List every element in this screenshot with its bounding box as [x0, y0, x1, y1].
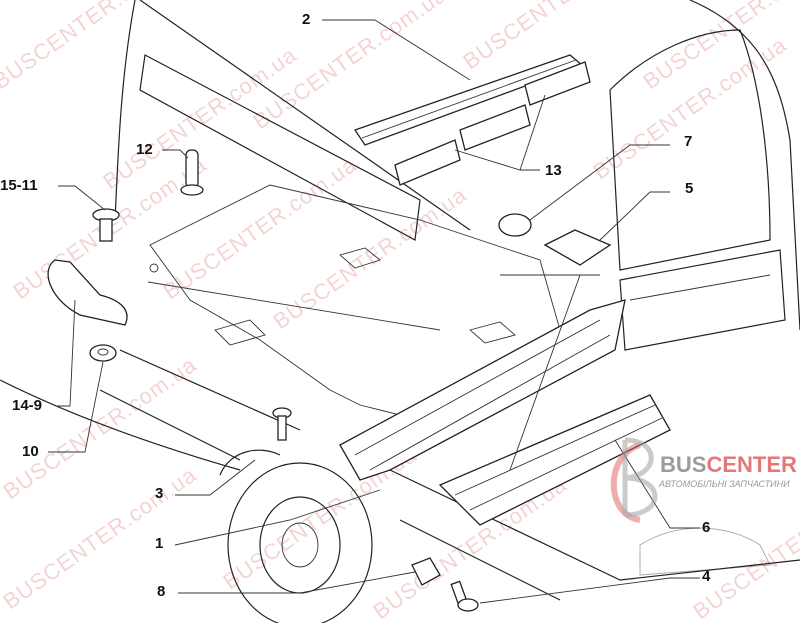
wheel — [219, 449, 373, 623]
callout-1: 1 — [155, 535, 163, 552]
part-5-plate — [543, 229, 612, 266]
callout-14-9: 14-9 — [12, 397, 42, 414]
watermark: BUSCENTER.com.ua — [689, 472, 800, 623]
callout-10: 10 — [22, 443, 39, 460]
part-12-screw — [180, 149, 204, 196]
part-6-step — [438, 394, 671, 526]
part-1-sill — [339, 299, 626, 481]
part-8-clip — [411, 557, 441, 586]
part-4-bolt — [450, 580, 479, 612]
buscenter-logo: BUSCENTER АВТОМОБІЛЬНІ ЗАПЧАСТИНИ — [610, 437, 797, 576]
callout-2: 2 — [302, 11, 310, 28]
callout-12: 12 — [136, 141, 153, 158]
callout-4: 4 — [702, 568, 711, 585]
callout-5: 5 — [685, 180, 693, 197]
part-15-11-bolt — [92, 208, 120, 242]
watermark: BUSCENTER.com.ua — [0, 0, 191, 94]
part-7-plug — [498, 213, 532, 237]
callout-15-11: 15-11 — [0, 177, 38, 194]
callout-7: 7 — [684, 133, 692, 150]
logo-center: CENTER — [706, 452, 797, 477]
logo-subtitle: АВТОМОБІЛЬНІ ЗАПЧАСТИНИ — [658, 479, 790, 489]
logo-bus: BUS — [660, 452, 706, 477]
callout-6: 6 — [702, 519, 710, 536]
part-10-washer — [89, 344, 117, 362]
callouts: 2 7 13 12 15-11 5 14-9 10 3 1 6 4 8 — [0, 11, 711, 600]
leader-lines — [48, 19, 700, 604]
part-13-covers — [394, 61, 591, 186]
callout-3: 3 — [155, 485, 163, 502]
callout-13: 13 — [545, 162, 562, 179]
part-14-9-bracket — [47, 259, 128, 326]
callout-8: 8 — [157, 583, 165, 600]
sill-screw — [272, 407, 292, 441]
svg-text:BUSCENTER: BUSCENTER — [660, 452, 797, 477]
